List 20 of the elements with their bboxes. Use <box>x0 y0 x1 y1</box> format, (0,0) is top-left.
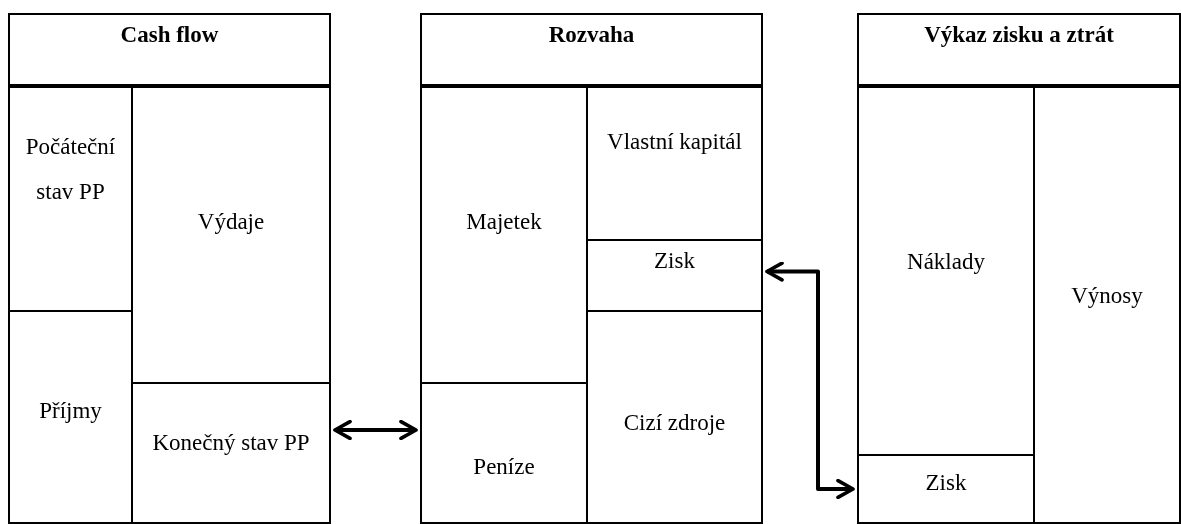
cell-text: Zisk <box>653 247 696 276</box>
cell-text: Cizí zdroje <box>622 408 727 437</box>
cell-text: Vlastní kapitál <box>606 128 743 157</box>
statement-table <box>857 13 1181 524</box>
table-heading: Rozvaha <box>548 21 635 48</box>
cell-text: Výnosy <box>1070 281 1144 310</box>
cell-text: Náklady <box>906 247 986 276</box>
statement-table <box>420 13 763 524</box>
statement-table <box>8 13 331 524</box>
cell-text: Příjmy <box>38 396 103 425</box>
table-heading: Cash flow <box>120 21 219 48</box>
cell-text: Počáteční stav PP <box>24 133 117 206</box>
cell-text: Majetek <box>465 207 543 236</box>
cell-text: Peníze <box>472 452 536 481</box>
table-heading: Výkaz zisku a ztrát <box>924 21 1114 48</box>
cell-text: Výdaje <box>196 207 266 236</box>
cell-text: Konečný stav PP <box>151 428 311 457</box>
double-arrow <box>765 261 855 500</box>
double-arrow <box>333 419 418 441</box>
cell-text: Zisk <box>924 468 968 497</box>
